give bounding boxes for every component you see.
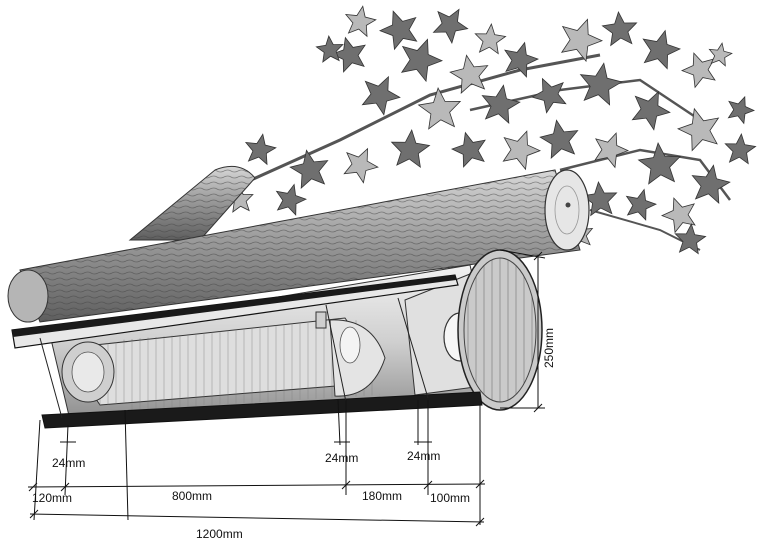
- leaf: [289, 149, 329, 189]
- dim-height-label: 250mm: [542, 328, 556, 368]
- leaf: [474, 23, 507, 55]
- dim-seg-1: 120mm: [32, 491, 72, 505]
- log: [7, 165, 590, 323]
- leaf: [450, 131, 486, 168]
- leaf: [390, 129, 431, 169]
- dim-total: 1200mm: [196, 527, 243, 541]
- leaf: [625, 188, 657, 221]
- leaf: [504, 41, 540, 78]
- leaf: [539, 119, 579, 159]
- leaf: [594, 132, 630, 169]
- leaf: [637, 142, 682, 185]
- dim-wall-right: 24mm: [407, 449, 440, 463]
- leaf-cluster: [225, 5, 757, 255]
- leaf: [361, 75, 401, 116]
- leaf: [344, 5, 377, 38]
- foliage: [225, 5, 757, 255]
- leaf: [727, 95, 756, 125]
- leaf: [680, 52, 716, 89]
- leaf: [677, 107, 720, 152]
- leaf: [631, 90, 671, 131]
- leaf: [481, 84, 521, 124]
- dim-wall-mid: 24mm: [325, 451, 358, 465]
- leaf: [579, 62, 623, 106]
- leaf: [378, 10, 418, 51]
- dim-seg-4: 100mm: [430, 491, 470, 505]
- bottom-rail: [41, 391, 483, 429]
- dimensions: 250mm 24mm 24mm 24mm 120mm 800mm 180mm 1…: [27, 249, 556, 541]
- leaf: [674, 223, 707, 255]
- leaf: [315, 35, 344, 63]
- log-cut-end: [544, 169, 590, 251]
- leaf: [601, 11, 638, 47]
- leaf: [708, 42, 733, 67]
- leaf: [343, 147, 379, 184]
- leaf: [244, 133, 277, 166]
- leaf: [417, 87, 462, 130]
- leaf: [502, 130, 542, 171]
- leaf: [724, 133, 757, 165]
- nest-box: [11, 249, 543, 429]
- leaf: [400, 38, 444, 83]
- dim-seg-2: 800mm: [172, 489, 212, 503]
- leaf: [660, 197, 696, 234]
- leaf: [449, 54, 489, 94]
- leaf: [642, 29, 681, 70]
- leaf: [531, 77, 567, 114]
- dim-wall-left: 24mm: [52, 456, 85, 470]
- leaf: [691, 164, 731, 204]
- leaf: [432, 8, 469, 44]
- dim-seg-3: 180mm: [362, 489, 402, 503]
- leaf: [560, 18, 604, 63]
- leaf: [275, 183, 307, 216]
